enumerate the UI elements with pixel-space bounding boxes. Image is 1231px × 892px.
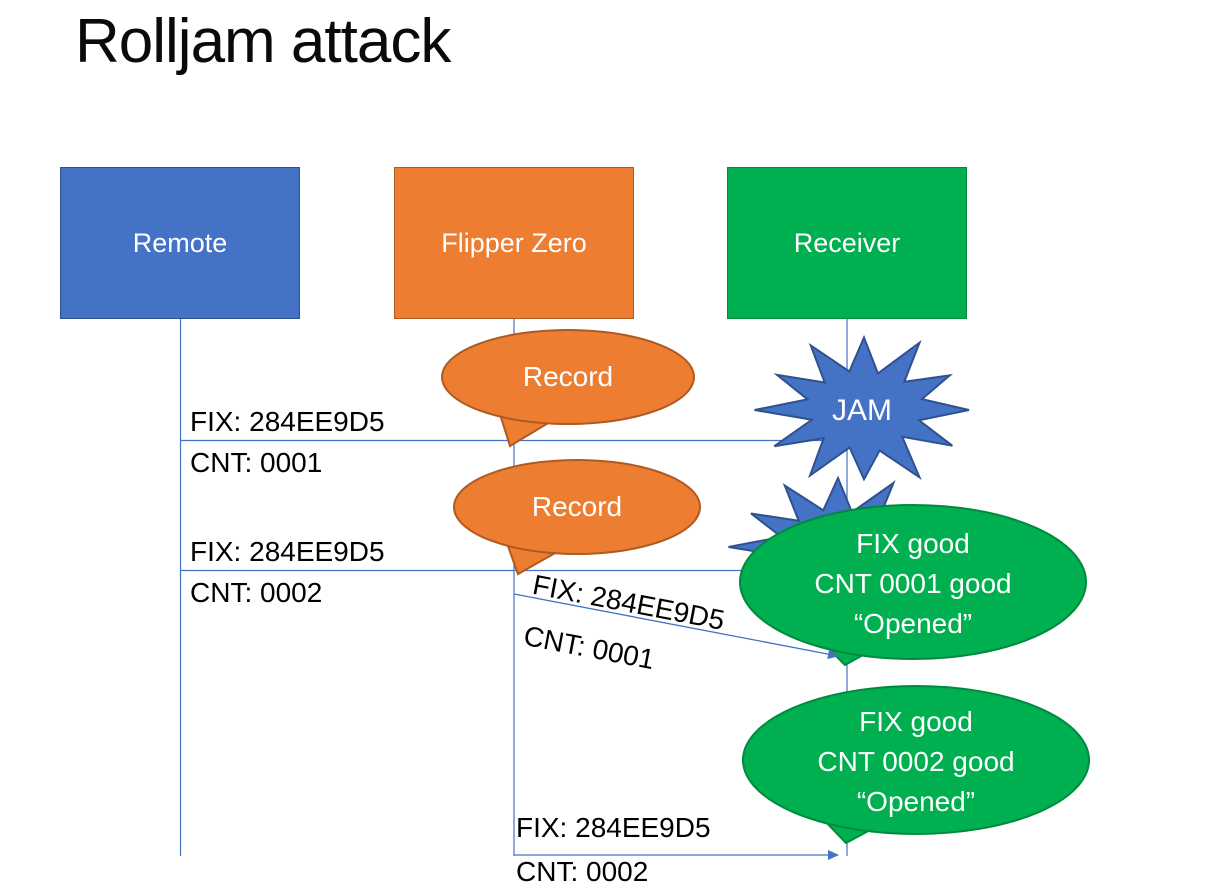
result-bubble-2: [742, 685, 1090, 845]
actor-label-receiver: Receiver: [793, 227, 901, 258]
result2-line2: CNT 0002 good: [817, 746, 1015, 777]
message1-cnt-label: CNT: 0001: [190, 447, 323, 478]
result-bubble-1-text: FIX good CNT 0001 good “Opened”: [763, 524, 1063, 644]
result2-line1: FIX good: [859, 706, 973, 737]
record-bubble-1-body: [441, 329, 695, 425]
result-bubble-1: [739, 504, 1087, 667]
jam-star-label: JAM: [832, 394, 892, 427]
result-bubble-1-body: [739, 504, 1087, 660]
replay-message-line-1: [513, 593, 839, 660]
actor-label-flipper-zero: Flipper Zero: [441, 227, 587, 258]
actor-label-remote: Remote: [132, 227, 228, 258]
record-bubble-1-label: Record: [522, 361, 614, 392]
record-bubble-2-label: Record: [531, 491, 623, 522]
result-bubble-2-body: [742, 685, 1090, 835]
result-bubble-2-text: FIX good CNT 0002 good “Opened”: [766, 702, 1066, 822]
message1-fix-label: FIX: 284EE9D5: [190, 406, 385, 437]
message2-fix-label: FIX: 284EE9D5: [190, 536, 385, 567]
result1-line3: “Opened”: [853, 608, 973, 639]
page-title: Rolljam attack: [75, 7, 451, 76]
record-bubble-2-body: [453, 459, 701, 555]
result2-line3: “Opened”: [856, 786, 976, 817]
result1-line2: CNT 0001 good: [814, 568, 1012, 599]
actor-box-flipper-zero: Flipper Zero: [394, 167, 634, 319]
replay2-fix-label: FIX: 284EE9D5: [516, 812, 711, 843]
replay2-cnt-label: CNT: 0002: [516, 856, 649, 887]
record-bubble-2: [453, 459, 701, 576]
actor-box-remote: Remote: [60, 167, 300, 319]
actor-box-receiver: Receiver: [727, 167, 967, 319]
record-bubble-1: [441, 329, 695, 448]
result1-line1: FIX good: [856, 528, 970, 559]
message2-cnt-label: CNT: 0002: [190, 577, 323, 608]
